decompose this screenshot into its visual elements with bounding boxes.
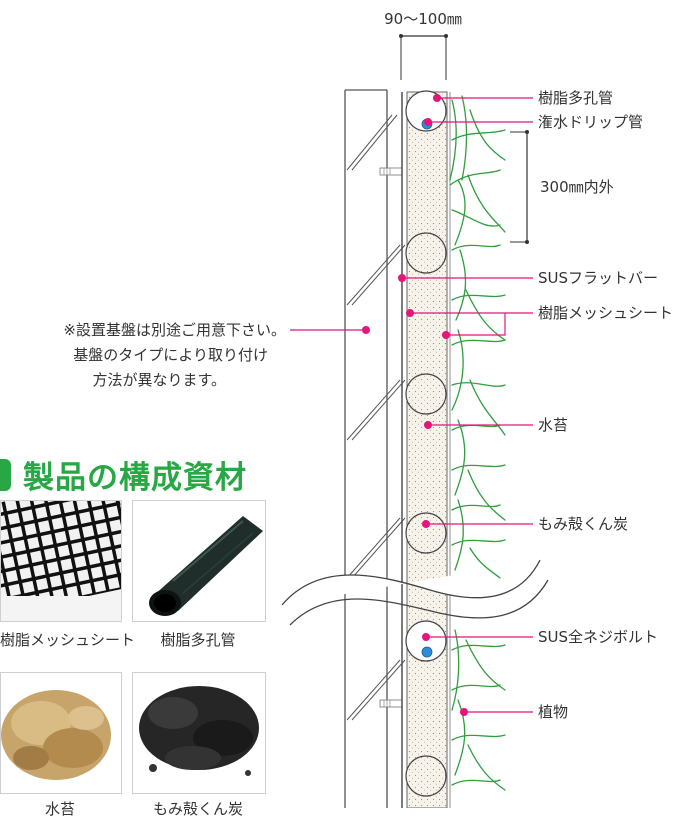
width-dimension-label: 90〜100㎜ [384, 10, 462, 28]
section-title: 製品の構成資材 [23, 460, 247, 496]
photo-rice-husk-charcoal [132, 672, 266, 794]
charcoal-image [133, 673, 265, 793]
label-resin-porous-pipe: 樹脂多孔管 [538, 89, 613, 107]
caption-resin-porous-pipe: 樹脂多孔管 [160, 631, 236, 649]
label-plants: 植物 [538, 703, 568, 721]
mesh-image [1, 501, 121, 621]
caption-rice-husk-charcoal: もみ殻くん炭 [152, 800, 243, 818]
label-drip-pipe: 潅水ドリップ管 [538, 113, 643, 131]
installation-base [344, 89, 406, 808]
label-sus-flat-bar: SUSフラットバー [538, 269, 658, 287]
porous-pipes [405, 90, 447, 797]
materials-section-header: 製品の構成資材 [0, 452, 247, 497]
plant-leaves [449, 95, 506, 791]
note-line-3: 方法が異なります。 [92, 371, 226, 389]
photo-resin-mesh-sheet [0, 500, 122, 622]
note-line-1: ※設置基盤は別途ご用意下さい。 [63, 321, 286, 339]
photo-moss [0, 672, 122, 794]
pitch-dimension [510, 130, 529, 244]
drip-pipe-bottom [421, 646, 433, 658]
label-resin-mesh-sheet: 樹脂メッシュシート [538, 304, 673, 322]
break-lines [281, 559, 549, 626]
caption-resin-mesh-sheet: 樹脂メッシュシート [0, 631, 136, 649]
pipe-image [133, 501, 265, 621]
leader-lines [290, 97, 533, 713]
note-line-2: 基盤のタイプにより取り付け [73, 346, 268, 364]
label-rice-husk-charcoal: もみ殻くん炭 [538, 515, 628, 533]
moss-image [1, 673, 121, 793]
photo-resin-porous-pipe [132, 500, 266, 622]
width-dimension [399, 34, 448, 80]
moss-column [401, 91, 451, 808]
label-sus-bolt: SUS全ネジボルト [538, 628, 658, 646]
section-accent-bar [0, 458, 11, 491]
label-moss: 水苔 [538, 416, 568, 434]
caption-moss: 水苔 [44, 800, 75, 818]
pitch-dimension-label: 300㎜内外 [540, 178, 614, 196]
leader-dots [362, 94, 468, 716]
